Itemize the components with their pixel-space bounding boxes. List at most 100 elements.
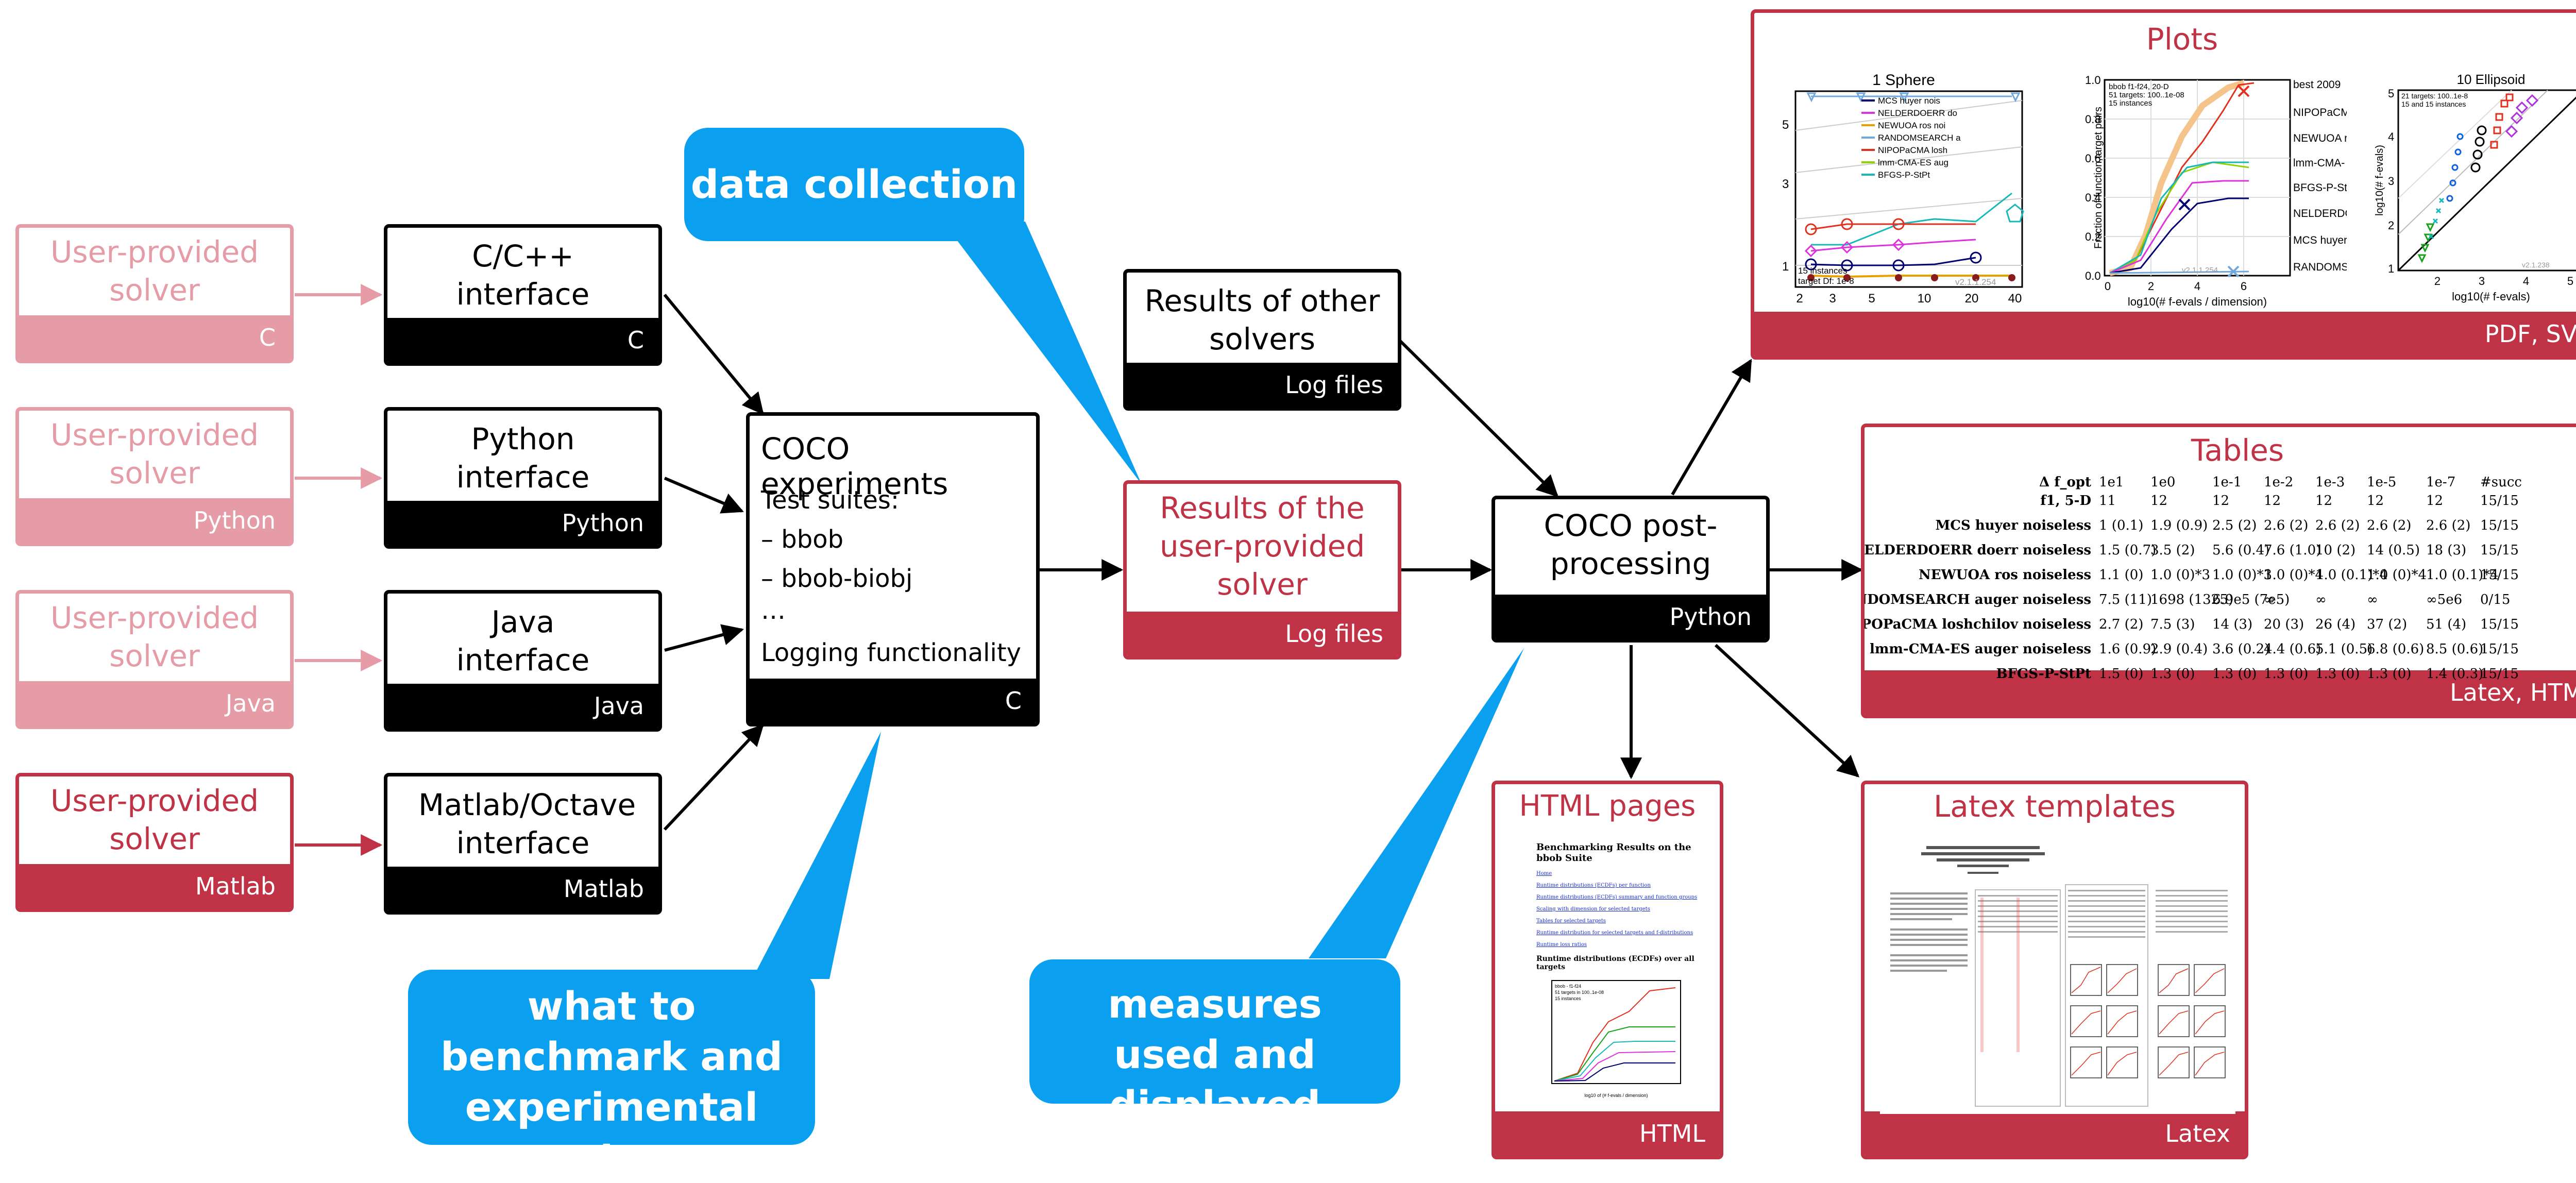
- table-cell: 1e-5: [2367, 475, 2397, 490]
- table-cell: #succ: [2480, 475, 2522, 490]
- plot-sphere-legend: NEWUOA ros noi: [1878, 121, 1945, 130]
- plot-ecdf-ytick: 0.8: [2085, 113, 2101, 126]
- html-page-link[interactable]: Runtime distributions (ECDFs) summary an…: [1536, 894, 1698, 900]
- plots-tag: PDF, SVG: [1754, 312, 2576, 356]
- arrow-interface-java: [664, 624, 744, 652]
- plot-ellipsoid-info: 21 targets: 100..1e-8: [2401, 92, 2468, 100]
- solver-label: User-provided solver: [50, 234, 259, 308]
- bubble-tail-measures: [1309, 648, 1524, 958]
- coco-experiments-box: COCO experiments Test suites: – bbob – b…: [746, 412, 1040, 726]
- table-row-label: RANDOMSEARCH auger noiseless: [1865, 592, 2091, 607]
- html-page-link[interactable]: Runtime distributions (ECDFs) per functi…: [1536, 883, 1651, 888]
- user-results-box: Results of the user-provided solver Log …: [1123, 480, 1401, 660]
- plots-title: Plots: [2146, 22, 2218, 57]
- solver-tag: Python: [19, 498, 290, 543]
- plot-sphere-xtick: 3: [1829, 292, 1836, 306]
- table-cell: 1.5 (0.7): [2099, 543, 2157, 558]
- experiments-tag: C: [750, 679, 1036, 723]
- table-cell: 12: [2150, 493, 2168, 509]
- plot-ecdf-xtick: 0: [2105, 280, 2111, 293]
- plot-sphere-legend: NIPOPaCMA losh: [1878, 145, 1947, 155]
- table-cell: 2.6 (2): [2315, 518, 2360, 533]
- table-cell: 12: [2315, 493, 2333, 509]
- table-cell: 7.6 (1.0): [2264, 543, 2321, 558]
- table-cell: 1e-3: [2315, 475, 2345, 490]
- plot-sphere-xtick: 40: [2008, 292, 2022, 306]
- plot-ellipsoid-xtick: 3: [2479, 275, 2485, 288]
- plot-sphere-xtick: 2: [1796, 292, 1803, 306]
- plot-ecdf-xtick: 6: [2241, 280, 2247, 293]
- plot-ellipsoid-ytick: 3: [2388, 175, 2394, 188]
- arrow-interface-python: [664, 477, 744, 514]
- html-mini-ecdf: bbob - f1-f24 51 targets in 100..1e-08 1…: [1551, 980, 1681, 1098]
- table-cell: 2.7 (2): [2099, 617, 2144, 632]
- arrow-postproc-latex: [1714, 644, 1860, 778]
- plot-ecdf-ytick: 0.2: [2085, 230, 2101, 243]
- table-cell: 12: [2367, 493, 2384, 509]
- plot-ecdf-legend: lmm-CMA-: [2293, 157, 2345, 169]
- table-cell: 4.4 (0.6): [2264, 641, 2321, 657]
- solver-box-python: User-provided solver Python: [15, 407, 294, 546]
- table-cell: 51 (4): [2426, 617, 2467, 632]
- html-page-preview: Benchmarking Results on the bbob Suite H…: [1536, 842, 1706, 1110]
- table-cell: 1.0 (0)*3: [2212, 567, 2272, 583]
- table-cell: 26 (4): [2315, 617, 2356, 632]
- table-cell: 1.1 (0): [2099, 567, 2144, 583]
- table-cell: 14 (0.5): [2367, 543, 2420, 558]
- table-cell: 18 (3): [2426, 543, 2467, 558]
- interface-label: Java interface: [456, 604, 590, 678]
- table-cell: 15/15: [2480, 666, 2519, 682]
- plot-sphere-legend: NELDERDOERR do: [1878, 108, 1957, 118]
- interface-tag: C: [387, 318, 658, 362]
- html-page-link[interactable]: Home: [1536, 871, 1552, 876]
- html-page-link[interactable]: Tables for selected targets: [1536, 918, 1606, 924]
- post-processing-box: COCO post-processing Python: [1492, 496, 1770, 643]
- plot-ecdf-legend: NEWUOA r: [2293, 132, 2347, 144]
- plot-ellipsoid-ylabel: log10(# f-evals): [2374, 145, 2385, 216]
- plots-box: Plots PDF, SVG 1 Sphere 1 3 5 2 3: [1751, 9, 2576, 360]
- table-cell: 15/15: [2480, 617, 2519, 632]
- plot-ecdf-ylabel: Fraction of function,target pairs: [2093, 107, 2104, 249]
- table-row-label: MCS huyer noiseless: [1935, 518, 2091, 533]
- table-row-label: lmm-CMA-ES auger noiseless: [1870, 641, 2091, 657]
- interface-box-java: Java interface Java: [384, 590, 662, 732]
- user-results-tag: Log files: [1127, 612, 1398, 656]
- table-cell: 1e-2: [2264, 475, 2294, 490]
- solver-box-java: User-provided solver Java: [15, 590, 294, 729]
- plot-ecdf-xlabel: log10(# f-evals / dimension): [2128, 295, 2267, 308]
- html-pages-box: HTML pages HTML Benchmarking Results on …: [1492, 781, 1723, 1159]
- html-page-link[interactable]: Runtime distribution for selected target…: [1536, 930, 1693, 936]
- arrow-postproc-plots: [1671, 359, 1752, 496]
- html-page-heading: Benchmarking Results on the bbob Suite: [1536, 842, 1691, 864]
- plot-ecdf-ytick: 1.0: [2085, 74, 2101, 87]
- table-cell: ∞: [2315, 592, 2327, 607]
- experiments-title: COCO experiments: [761, 431, 948, 501]
- interface-tag: Matlab: [387, 867, 658, 911]
- plot-ecdf-legend: NIPOPaCMA: [2293, 107, 2347, 119]
- html-page-link[interactable]: Scaling with dimension for selected targ…: [1536, 906, 1650, 912]
- plot-ecdf-legend: BFGS-P-St: [2293, 182, 2347, 194]
- solver-tag: C: [19, 315, 290, 360]
- plot-sphere-ytick: 5: [1782, 118, 1789, 132]
- experiments-ellipsis: …: [761, 596, 786, 625]
- plot-ecdf-version: v2.1.1.254: [2182, 266, 2218, 275]
- html-page-link[interactable]: Runtime loss ratios: [1536, 942, 1587, 948]
- plot-sphere-ytick: 3: [1782, 177, 1789, 191]
- table-cell: ∞: [2264, 592, 2275, 607]
- user-results-label: Results of the user-provided solver: [1159, 491, 1365, 602]
- interface-box-c: C/C++ interface C: [384, 224, 662, 366]
- table-cell: 1.6 (0.9): [2099, 641, 2157, 657]
- plot-ecdf: 0.0 0.2 0.4 0.6 0.8 1.0 0 2 4 6 log10(# …: [2085, 74, 2347, 308]
- table-cell: 6.9e5 (7e5): [2212, 592, 2290, 607]
- solver-label: User-provided solver: [50, 783, 259, 856]
- table-cell: 1698 (1325): [2150, 592, 2233, 607]
- table-cell: ∞: [2367, 592, 2378, 607]
- plot-ellipsoid-ytick: 2: [2388, 219, 2394, 232]
- plot-ellipsoid-ytick: 4: [2388, 130, 2394, 143]
- latex-templates-tag: Latex: [1865, 1111, 2245, 1156]
- plot-ellipsoid-title: 10 Ellipsoid: [2457, 72, 2526, 87]
